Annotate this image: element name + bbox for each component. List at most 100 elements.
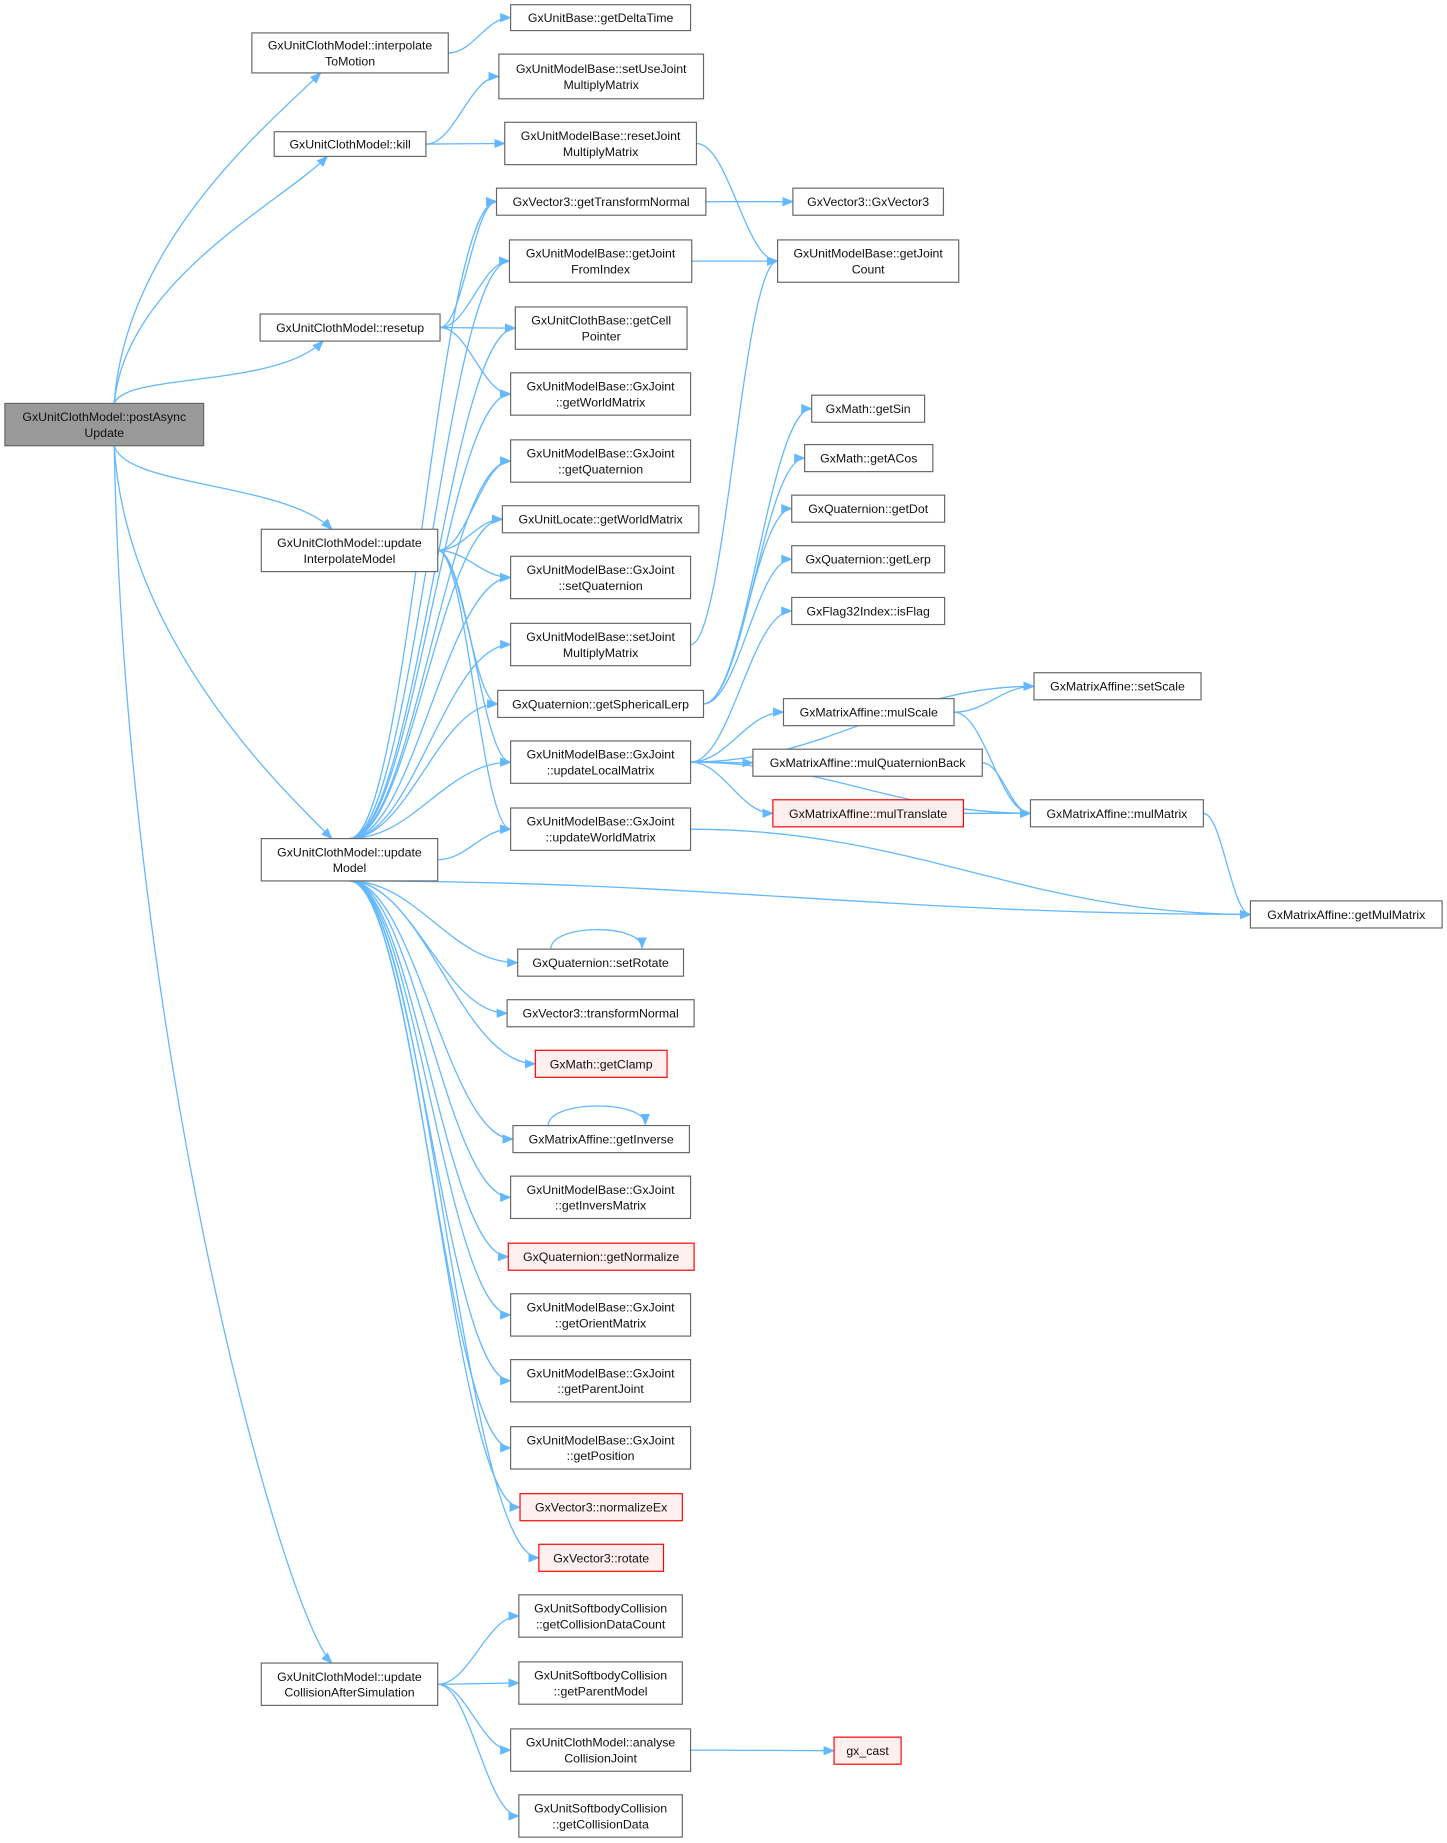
node-label: GxVector3::transformNormal <box>522 1007 678 1021</box>
node-box <box>791 545 946 574</box>
node-mulMatrix[interactable]: GxMatrixAffine::mulMatrix <box>1029 799 1204 828</box>
node-label: GxMatrixAffine::mulQuaternionBack <box>770 756 967 770</box>
node-updLocal[interactable]: GxUnitModelBase::GxJoint::updateLocalMat… <box>510 740 692 784</box>
node-label: MultiplyMatrix <box>564 78 640 92</box>
node-label: GxUnitClothModel::update <box>277 1670 422 1684</box>
node-label: FromIndex <box>571 263 631 277</box>
node-getNormalize[interactable]: GxQuaternion::getNormalize <box>507 1242 695 1271</box>
edge-sphLerp-to-getLerp <box>703 554 793 705</box>
node-box <box>498 53 705 100</box>
node-getInversMatrix[interactable]: GxUnitModelBase::GxJoint::getInversMatri… <box>510 1175 692 1220</box>
node-getInverse[interactable]: GxMatrixAffine::getInverse <box>512 1124 690 1154</box>
node-getParentJoint[interactable]: GxUnitModelBase::GxJoint::getParentJoint <box>510 1359 692 1403</box>
node-updWorld[interactable]: GxUnitModelBase::GxJoint::updateWorldMat… <box>510 807 692 851</box>
node-label: GxUnitModelBase::getJoint <box>793 247 943 261</box>
node-setRotate[interactable]: GxQuaternion::setRotate <box>517 948 685 977</box>
node-box <box>792 187 945 216</box>
node-label: GxUnitModelBase::GxJoint <box>527 380 676 394</box>
edge-postAsync-to-updInterp <box>113 445 333 531</box>
edge-updModel-to-setJointMul <box>349 639 512 840</box>
node-label: GxVector3::GxVector3 <box>807 195 929 209</box>
node-isFlag[interactable]: GxFlag32Index::isFlag <box>791 596 946 626</box>
node-getClamp[interactable]: GxMath::getClamp <box>534 1049 668 1078</box>
node-collData[interactable]: GxUnitSoftbodyCollision::getCollisionDat… <box>518 1794 683 1838</box>
node-collDataCount[interactable]: GxUnitSoftbodyCollision::getCollisionDat… <box>518 1594 683 1638</box>
node-label: GxQuaternion::getNormalize <box>523 1250 679 1264</box>
node-resetJoint[interactable]: GxUnitModelBase::resetJointMultiplyMatri… <box>504 121 698 166</box>
node-getPosition[interactable]: GxUnitModelBase::GxJoint::getPosition <box>510 1426 692 1470</box>
edge-getInverse-to-getInverse <box>547 1105 650 1126</box>
node-box <box>259 313 441 342</box>
node-label: GxUnitModelBase::setJoint <box>526 630 675 644</box>
node-gxCast[interactable]: gx_cast <box>833 1736 902 1765</box>
node-getSin[interactable]: GxMath::getSin <box>811 394 926 423</box>
node-jGetQuaternion[interactable]: GxUnitModelBase::GxJoint::getQuaternion <box>510 439 692 483</box>
node-label: GxQuaternion::getDot <box>808 502 928 516</box>
node-label: GxMath::getACos <box>820 452 917 466</box>
node-kill[interactable]: GxUnitClothModel::kill <box>273 131 427 158</box>
node-getMulMatrix[interactable]: GxMatrixAffine::getMulMatrix <box>1249 900 1443 929</box>
node-label: CollisionAfterSimulation <box>284 1686 414 1700</box>
node-label: ::getPosition <box>567 1449 635 1463</box>
node-mulQuatBack[interactable]: GxMatrixAffine::mulQuaternionBack <box>752 748 983 777</box>
node-getDot[interactable]: GxQuaternion::getDot <box>791 494 946 523</box>
node-getLerp[interactable]: GxQuaternion::getLerp <box>791 545 946 574</box>
node-transformNormal[interactable]: GxVector3::transformNormal <box>506 999 695 1028</box>
node-box <box>518 1661 683 1705</box>
node-sphLerp[interactable]: GxQuaternion::getSphericalLerp <box>497 689 705 719</box>
edge-mulMatrix-to-getMulMatrix <box>1203 812 1252 920</box>
node-label: GxMatrixAffine::mulMatrix <box>1046 807 1188 821</box>
node-label: ToMotion <box>325 54 375 68</box>
node-label: GxFlag32Index::isFlag <box>806 604 929 618</box>
node-label: GxMatrixAffine::setScale <box>1050 680 1185 694</box>
node-mulScale[interactable]: GxMatrixAffine::mulScale <box>782 698 955 727</box>
node-box <box>510 1175 692 1220</box>
node-locGetWorldMatrix[interactable]: GxUnitLocate::getWorldMatrix <box>501 505 700 534</box>
node-updColl[interactable]: GxUnitClothModel::updateCollisionAfterSi… <box>260 1662 439 1706</box>
node-label: GxUnitModelBase::GxJoint <box>527 748 676 762</box>
node-box <box>260 528 439 573</box>
edges-layer <box>113 12 1252 1821</box>
node-getDeltaTime[interactable]: GxUnitBase::getDeltaTime <box>510 4 692 32</box>
node-setScale[interactable]: GxMatrixAffine::setScale <box>1033 672 1202 701</box>
node-normalizeEx[interactable]: GxVector3::normalizeEx <box>519 1493 683 1522</box>
node-label: ::getCollisionData <box>552 1817 649 1831</box>
node-getOrient[interactable]: GxUnitModelBase::GxJoint::getOrientMatri… <box>510 1293 692 1337</box>
node-jGetWorldMatrix[interactable]: GxUnitModelBase::GxJoint::getWorldMatrix <box>510 372 692 416</box>
node-resetup[interactable]: GxUnitClothModel::resetup <box>259 313 441 342</box>
node-parentModel[interactable]: GxUnitSoftbodyCollision::getParentModel <box>518 1661 683 1705</box>
node-box <box>506 999 695 1028</box>
node-box <box>782 698 955 727</box>
node-label: GxVector3::rotate <box>553 1551 649 1565</box>
node-box <box>804 443 934 473</box>
node-box <box>791 494 946 523</box>
node-box <box>518 1594 683 1638</box>
node-vec3ctor[interactable]: GxVector3::GxVector3 <box>792 187 945 216</box>
edge-postAsync-to-interp <box>113 72 322 404</box>
node-getACos[interactable]: GxMath::getACos <box>804 443 934 473</box>
node-label: GxUnitBase::getDeltaTime <box>528 11 674 25</box>
edge-kill-to-setUseJoint <box>425 71 501 145</box>
node-rotate[interactable]: GxVector3::rotate <box>538 1543 665 1572</box>
node-jSetQuaternion[interactable]: GxUnitModelBase::GxJoint::setQuaternion <box>510 555 692 600</box>
edge-updInterp-to-updWorld <box>437 549 512 834</box>
node-box <box>510 1728 692 1772</box>
node-mulTranslate[interactable]: GxMatrixAffine::mulTranslate <box>772 799 965 828</box>
edge-updModel-to-sphLerp <box>349 699 499 840</box>
node-label: GxUnitClothModel::update <box>277 536 422 550</box>
edge-updColl-to-parentModel <box>437 1678 521 1688</box>
node-setUseJoint[interactable]: GxUnitModelBase::setUseJointMultiplyMatr… <box>498 53 705 100</box>
node-box <box>510 1293 692 1337</box>
node-getTransformNormal[interactable]: GxVector3::getTransformNormal <box>495 187 707 216</box>
edge-mulQuatBack-to-mulMatrix <box>982 762 1032 818</box>
node-box <box>507 1242 695 1271</box>
